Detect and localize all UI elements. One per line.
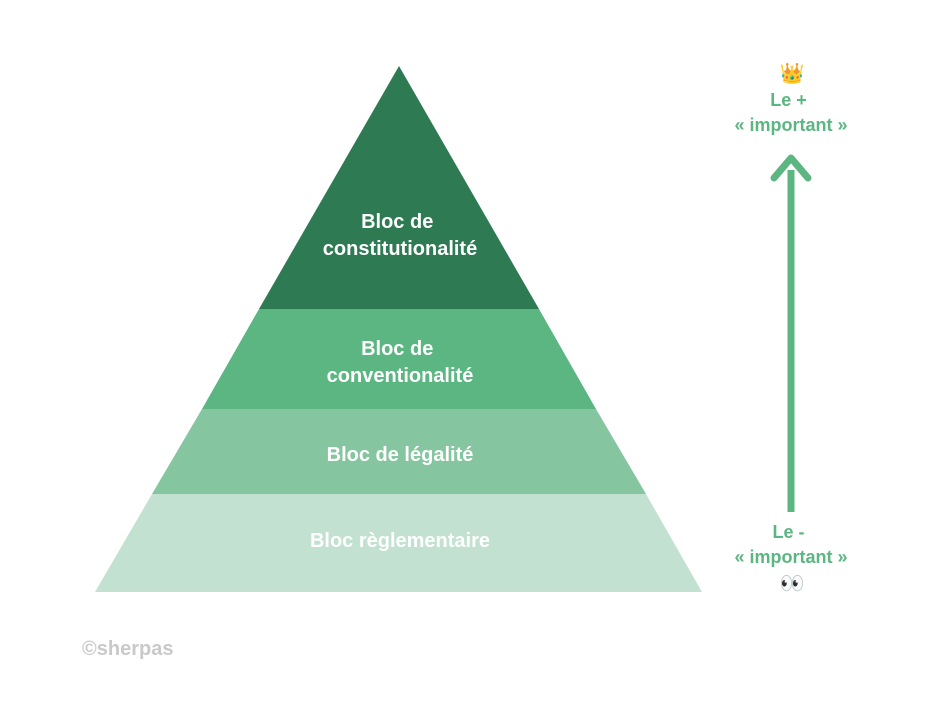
tier-reglementaire [95, 494, 702, 592]
scale-top-label: Le + « important » [734, 90, 847, 135]
watermark: ©sherpas [82, 638, 174, 660]
scale-bottom-label: Le - « important » [734, 522, 847, 567]
crown-icon: 👑 [780, 61, 805, 85]
tier-label-constitutionalite: Bloc de constitutionalité [323, 211, 477, 260]
tier-legalite [152, 409, 646, 494]
importance-arrow-head [770, 154, 812, 182]
tier-constitutionalite [259, 66, 539, 309]
tier-label-legalite: Bloc de légalité [327, 444, 474, 466]
tier-conventionalite [202, 309, 596, 409]
tier-label-conventionalite: Bloc de conventionalité [327, 338, 474, 387]
tier-label-reglementaire: Bloc règlementaire [310, 530, 490, 552]
eyes-icon: 👀 [780, 571, 805, 595]
